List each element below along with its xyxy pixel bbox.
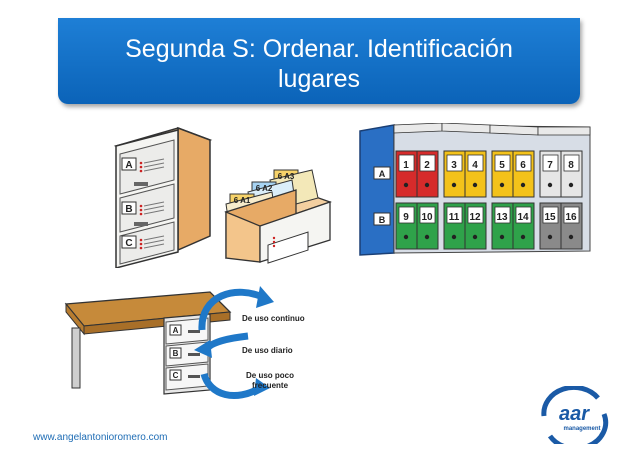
aar-management-logo: aar management <box>538 384 610 451</box>
cabinet-drawer-a-label: A <box>125 160 132 171</box>
binder-number-2: 2 <box>424 160 430 171</box>
binder-number-14: 14 <box>517 212 529 223</box>
binder-shelf-illustration: A B 1 2 3 4 5 6 7 <box>358 123 594 257</box>
title-banner: Segunda S: Ordenar. Identificación lugar… <box>58 18 580 104</box>
use-infrequent-label-line-2: frecuente <box>252 381 289 390</box>
binder-number-15: 15 <box>544 212 556 223</box>
desk-drawer-b-label: B <box>173 349 179 358</box>
card-box-illustration: 6 A3 6 A2 6 A1 <box>222 168 334 264</box>
slide-title-line-2: lugares <box>278 65 360 93</box>
filing-cabinet-illustration: A B C <box>108 118 218 268</box>
use-daily-label: De uso diario <box>242 346 293 355</box>
cabinet-drawer-c-label: C <box>125 238 132 249</box>
binder-number-12: 12 <box>469 212 481 223</box>
binder-number-4: 4 <box>472 160 478 171</box>
binder-number-9: 9 <box>403 212 409 223</box>
slide-title-line-1: Segunda S: Ordenar. Identificación <box>125 35 513 63</box>
binder-number-11: 11 <box>449 212 460 223</box>
use-infrequent-label-line-1: De uso poco <box>246 371 294 380</box>
use-continuous-label: De uso continuo <box>242 314 305 323</box>
binder-number-16: 16 <box>565 212 577 223</box>
desk-drawer-c-label: C <box>173 371 179 380</box>
logo-subtext: management <box>563 426 600 432</box>
card-tab-a3: 6 A3 <box>278 172 295 181</box>
shelf-row-a-label: A <box>379 169 386 179</box>
footer-website-url: www.angelantonioromero.com <box>33 432 168 443</box>
binder-number-1: 1 <box>403 160 409 171</box>
binder-number-6: 6 <box>520 160 526 171</box>
cabinet-drawer-b-label: B <box>125 204 132 215</box>
binder-number-10: 10 <box>421 212 433 223</box>
card-tab-a1: 6 A1 <box>234 196 251 205</box>
desk-drawer-a-label: A <box>173 326 179 335</box>
binder-number-13: 13 <box>496 212 508 223</box>
card-tab-a2: 6 A2 <box>256 184 273 193</box>
logo-wordmark: aar <box>559 403 590 425</box>
binder-number-5: 5 <box>499 160 505 171</box>
desk-illustration: A B C De uso continuo De uso diario De u… <box>60 278 350 408</box>
binder-number-3: 3 <box>451 160 457 171</box>
shelf-row-b-label: B <box>379 215 386 225</box>
binder-number-7: 7 <box>547 160 553 171</box>
binder-number-8: 8 <box>568 160 574 171</box>
